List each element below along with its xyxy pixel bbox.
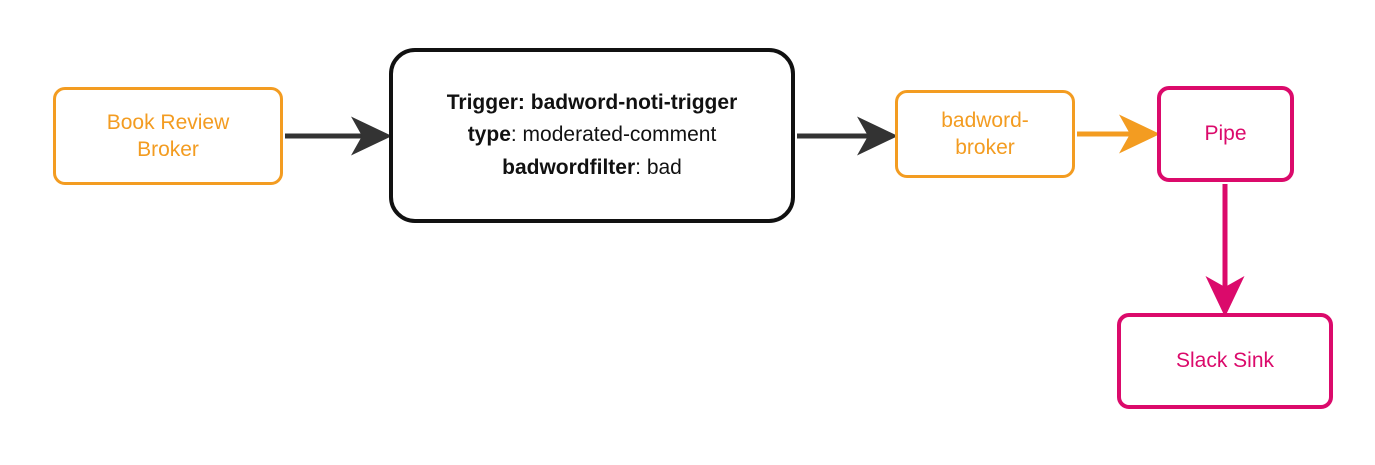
trigger-body: Trigger: badword-noti-trigger type: mode… bbox=[447, 87, 738, 185]
node-pipe-label: Pipe bbox=[1204, 122, 1247, 146]
trigger-line-trigger: Trigger: badword-noti-trigger bbox=[446, 90, 738, 114]
node-badword-broker-label: badword- broker bbox=[941, 108, 1029, 159]
trigger-line-type: type: moderated-comment bbox=[467, 123, 717, 147]
node-book-review-broker-label: Book Review Broker bbox=[106, 110, 230, 161]
node-badword-broker[interactable]: badword- broker bbox=[895, 90, 1075, 178]
node-book-review-broker[interactable]: Book Review Broker bbox=[53, 87, 283, 185]
node-slack-sink[interactable]: Slack Sink bbox=[1117, 313, 1333, 409]
node-pipe[interactable]: Pipe bbox=[1157, 86, 1294, 182]
trigger-line-badwordfilter: badwordfilter: bad bbox=[502, 155, 682, 179]
node-badword-noti-trigger[interactable]: Trigger: badword-noti-trigger type: mode… bbox=[389, 48, 795, 223]
node-slack-sink-label: Slack Sink bbox=[1175, 349, 1275, 373]
